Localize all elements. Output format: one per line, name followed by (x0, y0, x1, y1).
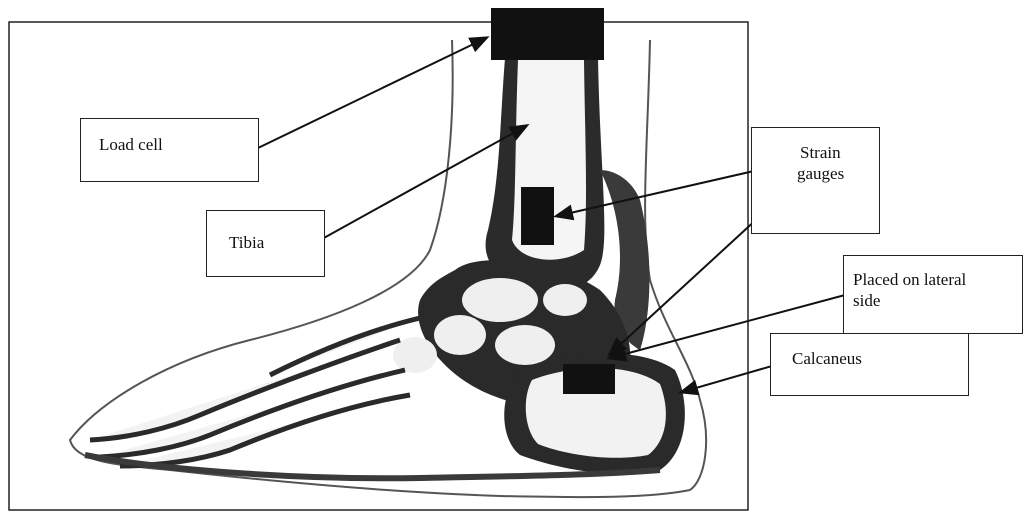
load-cell-block (491, 8, 604, 60)
load-cell-label-box: Load cell (80, 118, 259, 182)
tibia-bone (486, 58, 605, 292)
strain-gauges-label-line1: Strain (800, 142, 841, 163)
tibia-label: Tibia (229, 232, 264, 253)
tibia-label-box: Tibia (206, 210, 325, 277)
calcaneus-label-box: Calcaneus (770, 333, 969, 396)
strain-gauge-tibia (521, 187, 554, 245)
lateral-side-label-line2: side (853, 290, 880, 311)
load-cell-label: Load cell (99, 134, 163, 155)
strain-gauge-calcaneus (563, 364, 615, 394)
lateral-side-label-box: Placed on lateral side (843, 255, 1023, 334)
strain-gauges-label-line2: gauges (797, 163, 844, 184)
calcaneus-label: Calcaneus (792, 348, 862, 369)
lateral-side-label-line1: Placed on lateral (853, 269, 966, 290)
strain-gauges-label-box: Strain gauges (751, 127, 880, 234)
